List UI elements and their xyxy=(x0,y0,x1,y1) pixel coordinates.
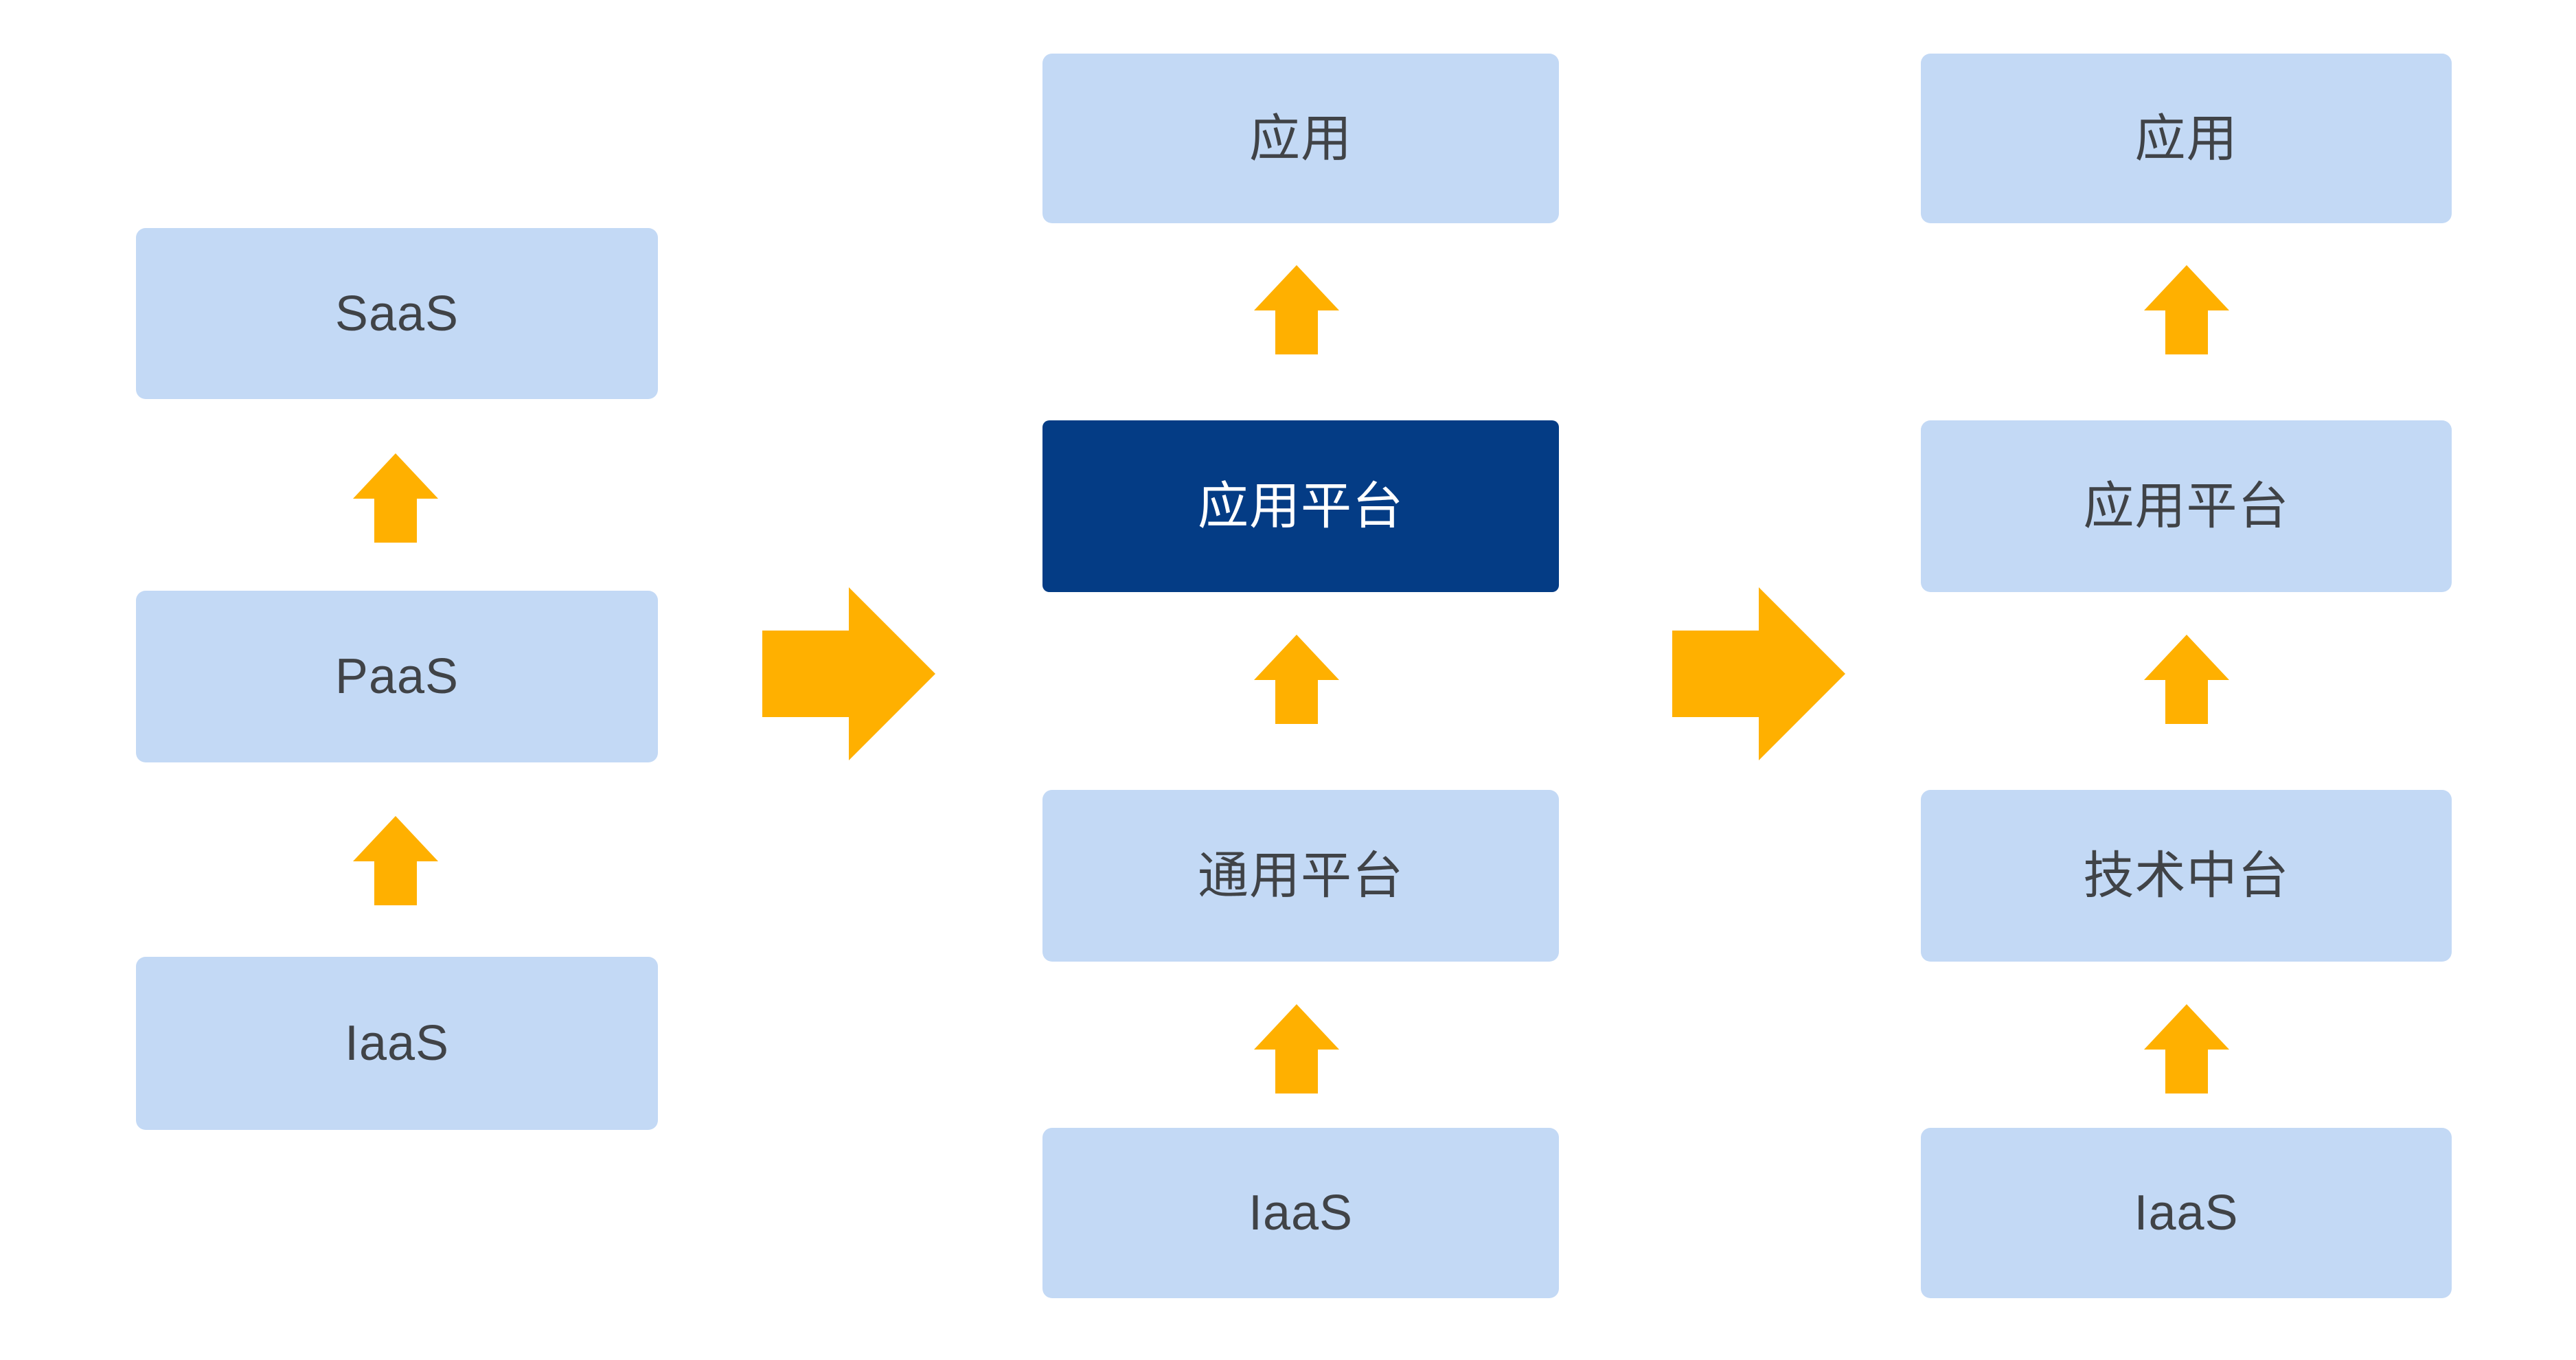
box-label: PaaS xyxy=(334,649,459,704)
box-saas[interactable]: SaaS xyxy=(136,228,658,399)
box-technology-middle-platform[interactable]: 技术中台 xyxy=(1921,790,2452,962)
box-application-platform-highlighted[interactable]: 应用平台 xyxy=(1042,420,1559,592)
arrow-right-icon-transition-1 xyxy=(762,587,935,760)
box-label: 技术中台 xyxy=(2083,847,2290,904)
box-label: 通用平台 xyxy=(1198,847,1404,904)
box-label: 应用平台 xyxy=(1198,477,1404,534)
box-iaas-column-1[interactable]: IaaS xyxy=(136,957,658,1130)
box-label: 应用 xyxy=(2134,109,2238,167)
box-label: SaaS xyxy=(334,286,459,341)
arrow-up-icon-paas-to-saas xyxy=(353,453,438,543)
arrow-up-icon-iaas-to-tech-middle-platform xyxy=(2144,1004,2229,1093)
box-application-platform-column-3[interactable]: 应用平台 xyxy=(1921,420,2452,592)
arrow-up-icon-platform-to-application-column-3b xyxy=(2144,265,2229,354)
box-label: IaaS xyxy=(344,1016,450,1071)
arrow-up-icon-general-to-application-platform xyxy=(1254,635,1339,724)
box-application-column-3[interactable]: 应用 xyxy=(1921,54,2452,223)
arrow-up-icon-tech-middle-to-application-platform xyxy=(2144,635,2229,724)
box-label: IaaS xyxy=(2134,1186,2239,1240)
arrow-right-icon-transition-2 xyxy=(1672,587,1845,760)
box-label: 应用平台 xyxy=(2083,477,2290,534)
box-application-column-2[interactable]: 应用 xyxy=(1042,54,1559,223)
arrow-up-icon-platform-to-application-column-2 xyxy=(1254,265,1339,354)
box-paas[interactable]: PaaS xyxy=(136,591,658,762)
arrow-up-icon-iaas-to-general-platform xyxy=(1254,1004,1339,1093)
box-label: 应用 xyxy=(1249,109,1352,167)
box-iaas-column-2[interactable]: IaaS xyxy=(1042,1128,1559,1298)
box-iaas-column-3[interactable]: IaaS xyxy=(1921,1128,2452,1298)
box-general-platform[interactable]: 通用平台 xyxy=(1042,790,1559,962)
arrow-up-icon-iaas-to-paas xyxy=(353,816,438,905)
box-label: IaaS xyxy=(1248,1186,1354,1240)
